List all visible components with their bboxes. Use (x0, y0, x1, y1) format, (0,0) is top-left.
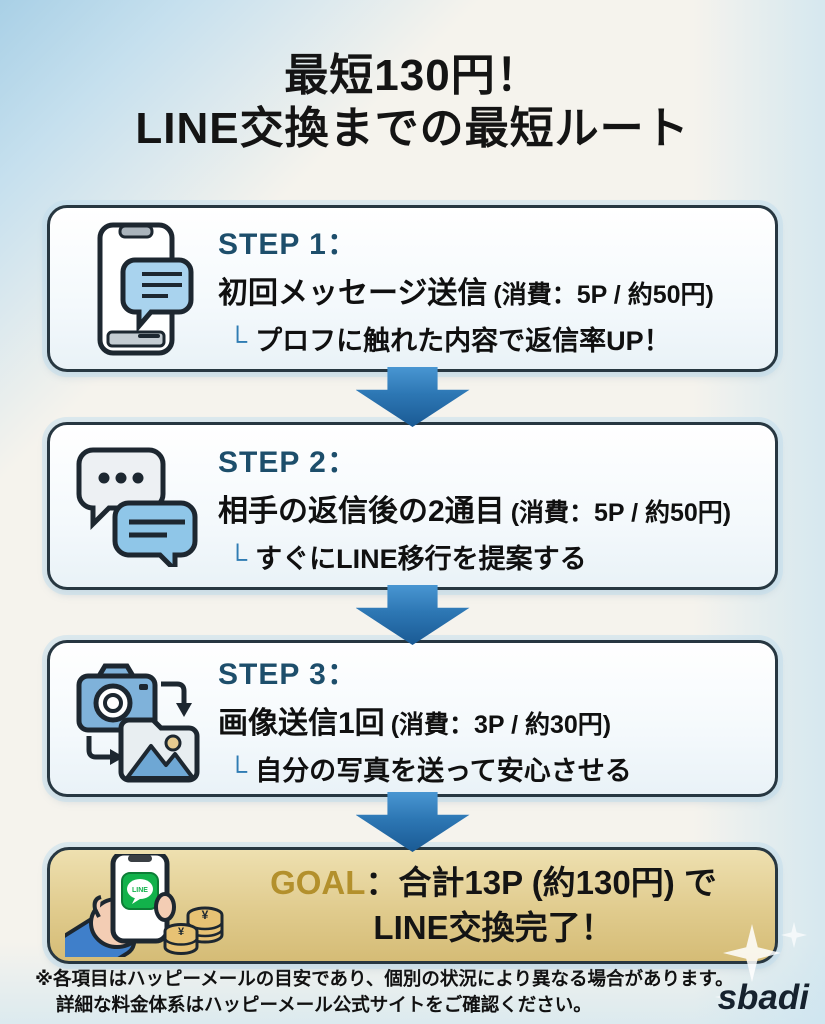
step-2-action: 相手の返信後の2通目 (218, 494, 505, 528)
goal-line-1: GOAL：合計13P (約130円) で (226, 861, 761, 906)
step-3-cost: (消費：3P / 約30円) (390, 711, 612, 739)
sbadi-logo: sbadi (717, 978, 809, 1017)
branch-mark-icon: └ (228, 543, 248, 574)
step-3-tip-line: └自分の写真を送って安心させる (218, 749, 757, 788)
sparkle-icon (781, 922, 807, 948)
step-3-text: STEP 3： 画像送信1回(消費：3P / 約30円) └自分の写真を送って安… (212, 649, 757, 788)
step-3-action-line: 画像送信1回(消費：3P / 約30円) (218, 698, 757, 742)
step-2-text: STEP 2： 相手の返信後の2通目(消費：5P / 約50円) └すぐにLIN… (212, 437, 757, 576)
step-2-action-line: 相手の返信後の2通目(消費：5P / 約50円) (218, 486, 757, 530)
goal-label: GOAL (270, 863, 366, 901)
step-1-action: 初回メッセージ送信 (218, 277, 488, 310)
svg-text:¥: ¥ (202, 908, 209, 922)
branch-mark-icon: └ (228, 326, 248, 356)
svg-text:LINE: LINE (132, 887, 148, 894)
goal-summary: 合計13P (約130円) で (398, 863, 717, 901)
title-line-2: LINE交換までの最短ルート (135, 103, 690, 153)
page-title: 最短130円！ LINE交換までの最短ルート (0, 0, 825, 156)
goal-text: GOAL：合計13P (約130円) で LINE交換完了！ (226, 861, 761, 950)
step-1-action-line: 初回メッセージ送信(消費：5P / 約50円) (218, 268, 757, 312)
goal-line-2: LINE交換完了！ (373, 908, 614, 946)
footer-note: ※各項目はハッピーメールの目安であり、個別の状況により異なる場合があります。 詳… (35, 966, 734, 1018)
step-1-text: STEP 1： 初回メッセージ送信(消費：5P / 約50円) └プロフに触れた… (212, 219, 757, 358)
footer-note-line-1: ※各項目はハッピーメールの目安であり、個別の状況により異なる場合があります。 (35, 968, 734, 989)
step-2-tip: すぐにLINE移行を提案する (255, 543, 587, 574)
step-2-label: STEP 2： (218, 445, 358, 479)
footer-note-line-2: 詳細な料金体系はハッピーメール公式サイトをご確認ください。 (56, 993, 592, 1015)
step-flow: STEP 1： 初回メッセージ送信(消費：5P / 約50円) └プロフに触れた… (47, 205, 778, 964)
step-1-cost: (消費：5P / 約50円) (493, 281, 714, 309)
step-2-card: STEP 2： 相手の返信後の2通目(消費：5P / 約50円) └すぐにLIN… (47, 422, 778, 590)
camera-photo-icon (62, 654, 212, 784)
step-1-label: STEP 1： (218, 228, 358, 261)
step-3-tip: 自分の写真を送って安心させる (255, 756, 632, 786)
step-2-tip-line: └すぐにLINE移行を提案する (218, 537, 757, 576)
down-arrow-icon (355, 585, 470, 645)
goal-separator: ： (365, 863, 399, 901)
branch-mark-icon: └ (228, 756, 248, 786)
step-3-card: STEP 3： 画像送信1回(消費：3P / 約30円) └自分の写真を送って安… (47, 640, 778, 797)
step-3-label: STEP 3： (218, 658, 358, 691)
down-arrow-icon (355, 367, 470, 427)
chat-bubbles-icon (62, 445, 212, 567)
svg-text:¥: ¥ (178, 926, 185, 938)
step-2-cost: (消費：5P / 約50円) (510, 498, 732, 527)
down-arrow-icon (355, 792, 470, 852)
goal-card: LINE ¥ ¥ GOAL：合計13P (約130円) で LINE交換完了！ (47, 847, 778, 964)
step-1-tip-line: └プロフに触れた内容で返信率UP！ (218, 319, 757, 358)
phone-message-icon (62, 220, 212, 358)
title-line-1: 最短130円！ (284, 51, 541, 100)
step-1-tip: プロフに触れた内容で返信率UP！ (255, 326, 671, 356)
hand-phone-line-coins-icon: LINE ¥ ¥ (64, 854, 226, 957)
step-3-action: 画像送信1回 (218, 707, 385, 740)
step-1-card: STEP 1： 初回メッセージ送信(消費：5P / 約50円) └プロフに触れた… (47, 205, 778, 372)
